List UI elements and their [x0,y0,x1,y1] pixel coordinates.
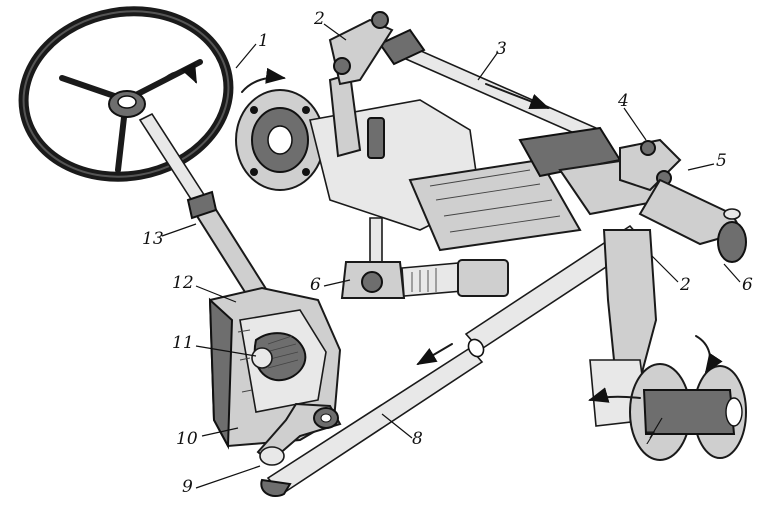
ball-joint [340,217,509,299]
callout-12: 12 [172,273,194,293]
callout-7: 7 [644,429,655,449]
callout-3: 3 [496,39,507,59]
callout-2: 2 [679,275,691,295]
steering-gear-housing [208,286,342,466]
drag-link [260,224,646,498]
callout-5: 5 [716,151,727,171]
callout-6: 6 [742,275,753,295]
callout-9: 9 [182,477,193,497]
callout-4: 4 [617,91,629,111]
wheel-hub [588,229,747,461]
callout-10: 10 [176,429,198,449]
axle-housing [235,67,666,252]
steering-knuckle [328,11,747,263]
callout-13: 13 [142,229,164,249]
steering-column [138,112,270,302]
callouts: 1 2 2 3 4 5 6 6 7 8 9 10 11 12 13 [142,9,753,497]
tie-rod [378,28,598,142]
callout-6: 6 [310,275,321,295]
callout-8: 8 [412,429,423,449]
callout-11: 11 [172,333,194,353]
leader-lines [161,23,741,489]
callout-1: 1 [258,31,269,51]
callout-2: 2 [313,9,325,29]
steering-wheel [18,6,234,182]
